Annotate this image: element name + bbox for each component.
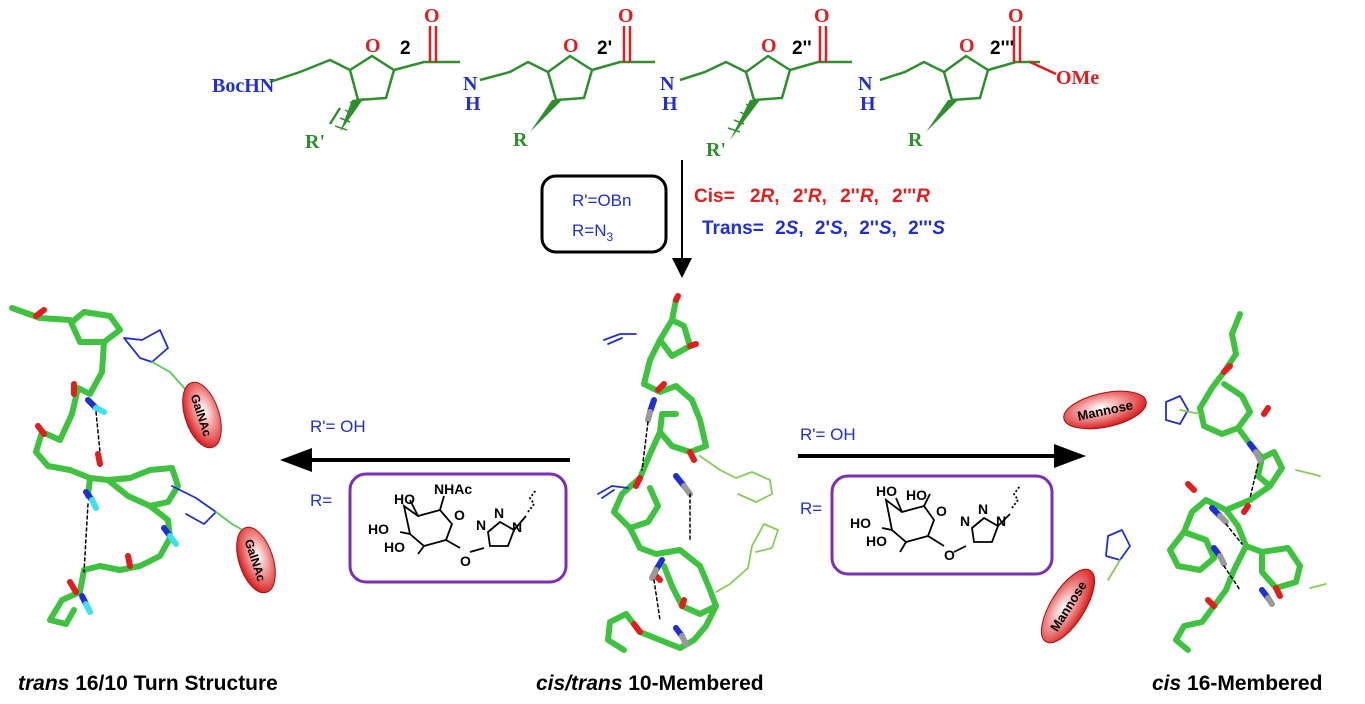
conditions-line-2: R=N3 bbox=[572, 221, 613, 244]
galnac-n-3: N bbox=[476, 517, 486, 533]
substituent-3: R' bbox=[706, 139, 726, 161]
mannose-ellipse-2: Mannose bbox=[1040, 568, 1096, 644]
ring-o-2: O bbox=[563, 35, 579, 57]
galnac-ho-2: HO bbox=[368, 521, 389, 537]
carbonyl-o-1: O bbox=[424, 5, 440, 27]
mannose-n-3: N bbox=[960, 513, 970, 529]
position-label-1: 2 bbox=[400, 38, 411, 59]
mannose-ring-o: O bbox=[936, 503, 947, 519]
caption-left: trans 16/10 Turn Structure bbox=[18, 672, 278, 695]
carbonyl-o-4: O bbox=[1008, 5, 1024, 27]
galnac-n-1: N bbox=[494, 505, 504, 521]
right-r-prime: R'= OH bbox=[800, 425, 856, 444]
conditions-line-1: R'=OBn bbox=[572, 191, 631, 210]
amide-n-3: N bbox=[858, 73, 873, 95]
amide-n-2: N bbox=[660, 73, 675, 95]
cis-stick-model bbox=[1105, 311, 1327, 653]
amide-h-1: H bbox=[465, 93, 481, 115]
ring-o-1: O bbox=[365, 35, 381, 57]
stereo-labels: Cis= 2R, 2'R, 2''R, 2'''R Trans= 2S, 2'S… bbox=[694, 186, 945, 239]
position-label-4: 2''' bbox=[990, 38, 1014, 59]
mannose-ho-4: HO bbox=[866, 533, 887, 549]
amide-n-1: N bbox=[463, 73, 478, 95]
galnac-o-link: O bbox=[460, 553, 471, 569]
mannose-ho-2: HO bbox=[906, 487, 927, 503]
galnac-ring-o: O bbox=[454, 507, 465, 523]
mannose-ho-3: HO bbox=[850, 515, 871, 531]
cis-line: Cis= 2R, 2'R, 2''R, 2'''R bbox=[694, 186, 930, 207]
substituent-2: R bbox=[513, 129, 528, 151]
tetramer-structure: BocHN O O O O O O O O OMe N H N H N H 2 … bbox=[212, 5, 1099, 161]
conditions-box: R'=OBn R=N3 bbox=[540, 174, 668, 254]
galnac-ho-1: HO bbox=[394, 491, 415, 507]
carbonyl-o-2: O bbox=[618, 5, 634, 27]
caption-right: cis 16-Membered bbox=[1152, 672, 1322, 695]
ring-o-3: O bbox=[761, 35, 777, 57]
amide-h-2: H bbox=[662, 93, 678, 115]
galnac-box: HO NHAc O HO HO O N N N bbox=[348, 472, 568, 584]
mannose-o-link: O bbox=[944, 547, 955, 563]
cistrans-stick-model bbox=[597, 293, 779, 653]
caption-center: cis/trans 10-Membered bbox=[536, 672, 764, 695]
ring-o-4: O bbox=[959, 35, 975, 57]
mannose-box: HO HO O HO HO O N N N bbox=[830, 474, 1054, 576]
galnac-ellipse-2: GalNAc bbox=[236, 526, 276, 594]
substituent-1: R' bbox=[305, 131, 325, 153]
position-label-2: 2' bbox=[597, 38, 612, 59]
galnac-ellipse-1: GalNAc bbox=[182, 381, 222, 449]
substituent-4: R bbox=[908, 129, 923, 151]
mannose-ho-1: HO bbox=[876, 483, 897, 499]
galnac-n-2: N bbox=[512, 519, 522, 535]
galnac-nhac: NHAc bbox=[434, 481, 472, 497]
left-r-label: R= bbox=[310, 491, 332, 510]
galnac-ho-3: HO bbox=[384, 539, 405, 555]
left-r-prime: R'= OH bbox=[310, 417, 366, 436]
right-arrow bbox=[798, 444, 1086, 468]
ome-label: OMe bbox=[1056, 67, 1099, 89]
trans-stick-model bbox=[9, 305, 247, 627]
carbonyl-o-3: O bbox=[814, 5, 830, 27]
trans-line: Trans= 2S, 2'S, 2''S, 2'''S bbox=[702, 218, 945, 239]
right-r-label: R= bbox=[800, 499, 822, 518]
amide-h-3: H bbox=[860, 93, 876, 115]
left-arrow bbox=[280, 448, 570, 472]
position-label-3: 2'' bbox=[792, 38, 812, 59]
mannose-n-2: N bbox=[996, 513, 1006, 529]
mannose-ellipse-1: Mannose bbox=[1063, 390, 1147, 430]
boc-label: BocHN bbox=[212, 75, 275, 97]
mannose-n-1: N bbox=[978, 501, 988, 517]
